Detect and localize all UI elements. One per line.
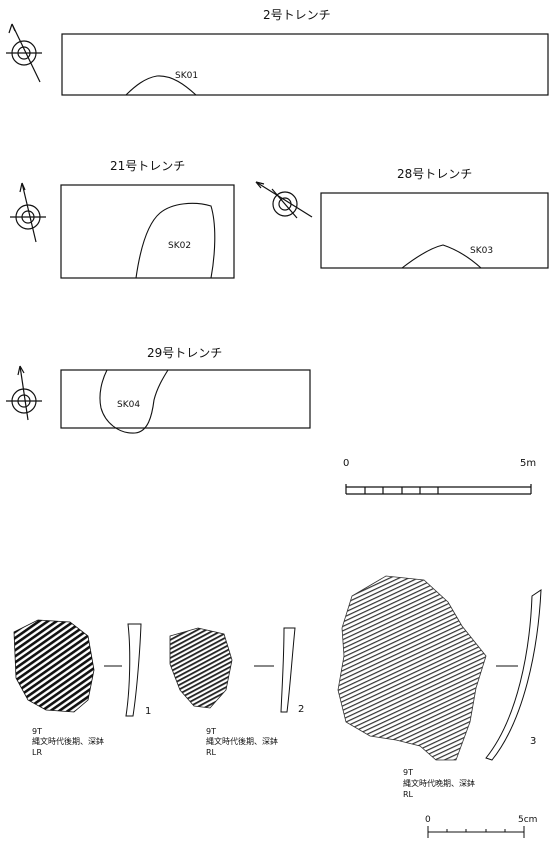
sherd-1-profile — [125, 623, 142, 717]
scale-bar-5cm — [427, 826, 525, 838]
scale-5m-end: 5m — [520, 458, 536, 469]
north-arrow-icon — [6, 365, 42, 421]
sherd-2-number: 2 — [298, 704, 304, 715]
scale-5cm-start: 0 — [425, 815, 431, 825]
trench-21-outline — [60, 184, 235, 279]
scale-bar-5m — [345, 484, 532, 495]
sherd-2-cord-code: RL — [206, 748, 217, 757]
sherd-3-cord-code: RL — [403, 790, 414, 799]
trench-29-outline — [60, 369, 311, 429]
sherd-2-profile — [280, 627, 296, 713]
pit-sk01-outline — [125, 75, 197, 96]
north-arrow-icon — [255, 181, 313, 219]
trench-29-title: 29号トレンチ — [147, 346, 222, 360]
sherd-2: 2 9T 縄文時代後期、深鉢 RL — [169, 627, 304, 757]
trench-21-title: 21号トレンチ — [110, 159, 185, 173]
sherd-1-description: 縄文時代後期、深鉢 — [32, 736, 104, 746]
trench-29: 29号トレンチ SK04 — [6, 346, 311, 434]
pit-sk01-label: SK01 — [175, 71, 198, 81]
sherd-1-number: 1 — [145, 706, 151, 717]
sherd-2-trench: 9T — [206, 727, 216, 736]
sherd-2-description: 縄文時代後期、深鉢 — [206, 736, 278, 746]
sherd-1-rubbing — [13, 619, 95, 713]
sherd-3: 3 9T 縄文時代晩期、深鉢 RL — [337, 575, 542, 799]
pit-sk04-label: SK04 — [117, 400, 140, 410]
pit-sk03-outline — [401, 244, 482, 269]
trench-28: 28号トレンチ SK03 — [255, 167, 549, 269]
trench-28-outline — [320, 192, 549, 269]
pit-sk02-label: SK02 — [168, 241, 191, 251]
north-arrow-icon — [10, 182, 46, 243]
sherd-1: 1 9T 縄文時代後期、深鉢 LR — [13, 619, 151, 757]
scale-5m-start: 0 — [343, 458, 349, 469]
sherd-3-trench: 9T — [403, 768, 413, 777]
trench-2: 2号トレンチ SK01 — [6, 8, 549, 96]
trench-2-title: 2号トレンチ — [263, 8, 331, 22]
trench-28-title: 28号トレンチ — [397, 167, 472, 181]
sherd-3-rubbing — [337, 575, 487, 761]
trench-2-outline — [61, 33, 549, 96]
pit-sk02-outline — [135, 202, 216, 279]
north-arrow-icon — [6, 23, 42, 83]
sherd-1-cord-code: LR — [32, 748, 42, 757]
sherd-3-profile — [485, 589, 542, 761]
pit-sk03-label: SK03 — [470, 246, 493, 256]
pit-sk04-outline — [99, 369, 169, 434]
sherd-3-description: 縄文時代晩期、深鉢 — [403, 778, 475, 788]
sherd-3-number: 3 — [530, 736, 536, 747]
scale-5cm-end: 5cm — [518, 815, 537, 825]
sherd-1-trench: 9T — [32, 727, 42, 736]
trench-21: 21号トレンチ SK02 — [10, 159, 235, 279]
sherd-2-rubbing — [169, 627, 233, 709]
